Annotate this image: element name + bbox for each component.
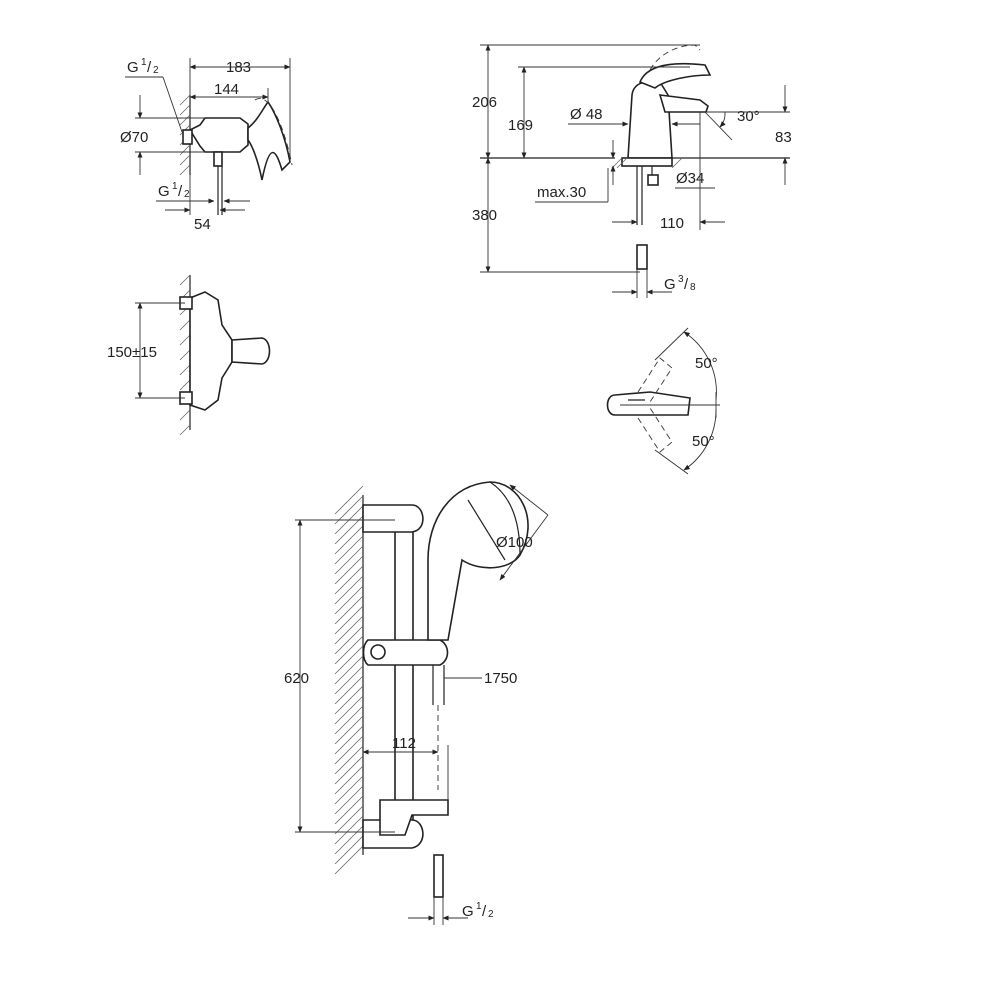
dim-169: 169: [508, 117, 533, 134]
hose-connector-bottom: [433, 854, 444, 898]
dim-g12: G: [462, 903, 474, 920]
hatch-line: [334, 675, 364, 705]
hatch-line: [334, 555, 364, 585]
dim-g-bottom: G: [158, 183, 170, 200]
dim-diam100: Ø100: [496, 534, 533, 551]
hatch-line: [334, 745, 364, 775]
hatch-line: [334, 565, 364, 595]
hatch-line: [334, 545, 364, 575]
hatch-line: [334, 625, 364, 655]
spout: [658, 94, 709, 113]
hatch-line: [334, 705, 364, 735]
mixer-body: [188, 117, 249, 153]
hatch-line: [334, 605, 364, 635]
shower-rail: [394, 529, 414, 831]
dim-206: 206: [472, 94, 497, 111]
hatch-line: [334, 655, 364, 685]
hatch-line: [334, 525, 364, 555]
hatch-line: [334, 775, 364, 805]
hatch-line: [334, 635, 364, 665]
lever-top: [231, 337, 271, 365]
wall-hatch-3: [334, 485, 364, 875]
dim-g38-num: 3: [678, 274, 684, 285]
frac-slash-1: /: [147, 59, 152, 76]
shower-set-view: 620 Ø100 1750 112 G 1 / 2: [284, 481, 549, 925]
wall-mixer-top-view: 150±15: [107, 274, 271, 436]
hatch-line: [334, 535, 364, 565]
hatch-line: [334, 725, 364, 755]
dim-g-top-num: 1: [141, 57, 147, 68]
mixer-body-top: [189, 291, 233, 411]
dim-380: 380: [472, 207, 497, 224]
hatch-line: [334, 785, 364, 815]
hatch-line: [334, 585, 364, 615]
dim-g12-num: 1: [476, 901, 482, 912]
dim-54: 54: [194, 216, 211, 233]
frac-slash-3: /: [684, 276, 689, 293]
frac-slash-2: /: [178, 183, 183, 200]
dim-112: 112: [392, 735, 416, 752]
hatch-line: [334, 815, 364, 845]
hatch-line: [334, 755, 364, 785]
hatch-line: [334, 845, 364, 875]
hatch-line: [334, 715, 364, 745]
hatch-line: [334, 495, 364, 525]
dim-110: 110: [660, 215, 684, 232]
dim-g38-den: 8: [690, 282, 696, 293]
basin-mixer-side-view: 206 169 Ø 48 30° 83 max.30 Ø34 380: [472, 44, 792, 298]
mounting-nut: [647, 174, 659, 186]
dim-g-top-den: 2: [153, 65, 159, 76]
hatch-line: [334, 805, 364, 835]
hatch-line: [334, 825, 364, 855]
top-bracket: [362, 504, 424, 533]
outlet: [213, 151, 223, 167]
dim-g-bottom-num: 1: [172, 181, 178, 192]
dim-620: 620: [284, 670, 309, 687]
slider-holder: [362, 639, 449, 666]
hatch-line: [334, 575, 364, 605]
slider-knob: [370, 644, 386, 660]
dim-angle30: 30°: [737, 108, 760, 125]
dim-diam34: Ø34: [676, 170, 704, 187]
dim-diam70: Ø70: [120, 129, 148, 146]
lever-handle: [247, 100, 291, 181]
dim-g12-den: 2: [488, 909, 494, 920]
dim-max30: max.30: [537, 184, 586, 201]
wall-mixer-side-view: 183 G 1 / 2 144 Ø70 G 1 / 2 54: [120, 57, 293, 233]
hose-connector: [636, 244, 648, 270]
basin-lever: [638, 62, 712, 89]
hatch-line: [334, 795, 364, 825]
dim-1750: 1750: [484, 670, 517, 687]
dim-angle-down: 50°: [692, 433, 715, 450]
dim-183: 183: [226, 59, 251, 76]
basin-top-body: [606, 391, 691, 416]
hatch-line: [334, 695, 364, 725]
hand-shower: [427, 481, 529, 641]
dim-g-top: G: [127, 59, 139, 76]
dim-angle-up: 50°: [695, 355, 718, 372]
basin-mixer-top-view: 50° 50°: [606, 327, 720, 475]
hatch-line: [334, 685, 364, 715]
hatch-line: [334, 765, 364, 795]
hatch-line: [334, 835, 364, 865]
hatch-line: [334, 645, 364, 675]
mounting-plate: [621, 157, 673, 167]
hatch-line: [334, 595, 364, 625]
dim-diam48: Ø 48: [570, 106, 603, 123]
dim-83: 83: [775, 129, 792, 146]
dim-g-bottom-den: 2: [184, 189, 190, 200]
dim-spacing: 150±15: [107, 344, 157, 361]
hatch-line: [334, 665, 364, 695]
hatch-line: [334, 485, 364, 515]
dim-g38: G: [664, 276, 676, 293]
hatch-line: [334, 735, 364, 765]
hatch-line: [334, 615, 364, 645]
dim-144: 144: [214, 81, 239, 98]
basin-mixer-body: [627, 81, 673, 159]
frac-slash-4: /: [482, 903, 487, 920]
hatch-line: [334, 515, 364, 545]
connection-nut: [182, 129, 193, 145]
